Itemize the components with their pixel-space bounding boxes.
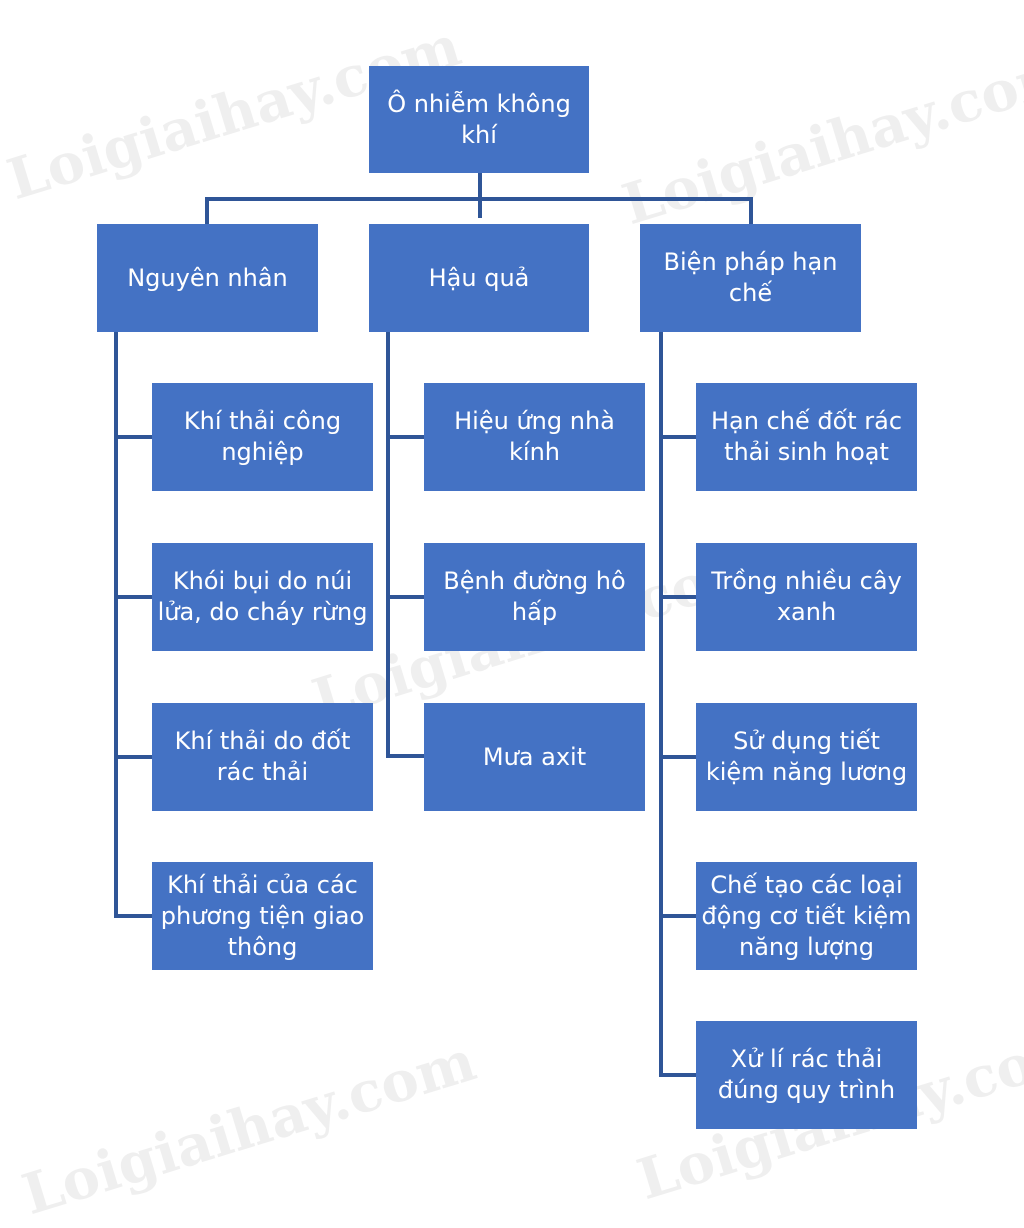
header-label: Nguyên nhân xyxy=(127,263,288,292)
measure-node: Chế tạo các loại động cơ tiết kiệm năng … xyxy=(696,862,917,970)
measure-label: Sử dụng tiết kiệm năng lương xyxy=(705,727,908,786)
measure-label: Xử lí rác thải đúng quy trình xyxy=(717,1045,896,1104)
cause-label: Khí thải do đốt rác thải xyxy=(174,727,351,786)
column-3-spine xyxy=(659,332,663,1076)
cause-node: Khí thải công nghiệp xyxy=(152,383,373,491)
watermark: Loigiaihay.com xyxy=(615,37,1024,239)
root-node: Ô nhiễm không khí xyxy=(369,66,589,173)
connector-to-bien-phap xyxy=(749,197,753,224)
column-3-branch xyxy=(659,914,698,918)
root-connector-stem xyxy=(478,173,482,218)
cause-node: Khói bụi do núi lửa, do cháy rừng xyxy=(152,543,373,651)
column-3-branch xyxy=(659,595,698,599)
measure-node: Sử dụng tiết kiệm năng lương xyxy=(696,703,917,811)
header-label: Hậu quả xyxy=(428,263,530,292)
effect-label: Mưa axit xyxy=(482,742,587,771)
column-1-branch xyxy=(114,595,153,599)
measure-node: Hạn chế đốt rác thải sinh hoạt xyxy=(696,383,917,491)
effect-label: Bệnh đường hô hấp xyxy=(443,567,626,626)
measure-label: Chế tạo các loại động cơ tiết kiệm năng … xyxy=(701,870,912,961)
column-3-branch xyxy=(659,435,698,439)
column-1-branch xyxy=(114,435,153,439)
cause-label: Khí thải công nghiệp xyxy=(183,407,342,466)
column-2-branch xyxy=(386,595,425,599)
connector-to-nguyen-nhan xyxy=(205,197,209,224)
cause-label: Khí thải của các phương tiện giao thông xyxy=(160,870,365,961)
watermark: Loigiaihay.com xyxy=(15,1027,484,1228)
effect-label: Hiệu ứng nhà kính xyxy=(454,407,615,466)
cause-node: Khí thải của các phương tiện giao thông xyxy=(152,862,373,970)
measure-label: Hạn chế đốt rác thải sinh hoạt xyxy=(710,407,903,466)
column-1-branch xyxy=(114,914,153,918)
effect-node: Mưa axit xyxy=(424,703,645,811)
headers-connector-bar xyxy=(205,197,753,201)
column-3-branch xyxy=(659,1073,698,1077)
column-1-spine xyxy=(114,332,118,916)
measure-label: Trồng nhiều cây xanh xyxy=(711,567,902,626)
cause-label: Khói bụi do núi lửa, do cháy rừng xyxy=(157,567,368,626)
header-label: Biện pháp hạn chế xyxy=(663,248,838,307)
effect-node: Bệnh đường hô hấp xyxy=(424,543,645,651)
effect-node: Hiệu ứng nhà kính xyxy=(424,383,645,491)
column-2-branch xyxy=(386,754,425,758)
column-1-branch xyxy=(114,755,153,759)
header-hau-qua: Hậu quả xyxy=(369,224,589,332)
column-3-branch xyxy=(659,755,698,759)
column-2-spine xyxy=(386,332,390,758)
header-nguyen-nhan: Nguyên nhân xyxy=(97,224,318,332)
cause-node: Khí thải do đốt rác thải xyxy=(152,703,373,811)
root-node-label: Ô nhiễm không khí xyxy=(387,89,571,149)
header-bien-phap: Biện pháp hạn chế xyxy=(640,224,861,332)
measure-node: Xử lí rác thải đúng quy trình xyxy=(696,1021,917,1129)
column-2-branch xyxy=(386,435,425,439)
measure-node: Trồng nhiều cây xanh xyxy=(696,543,917,651)
